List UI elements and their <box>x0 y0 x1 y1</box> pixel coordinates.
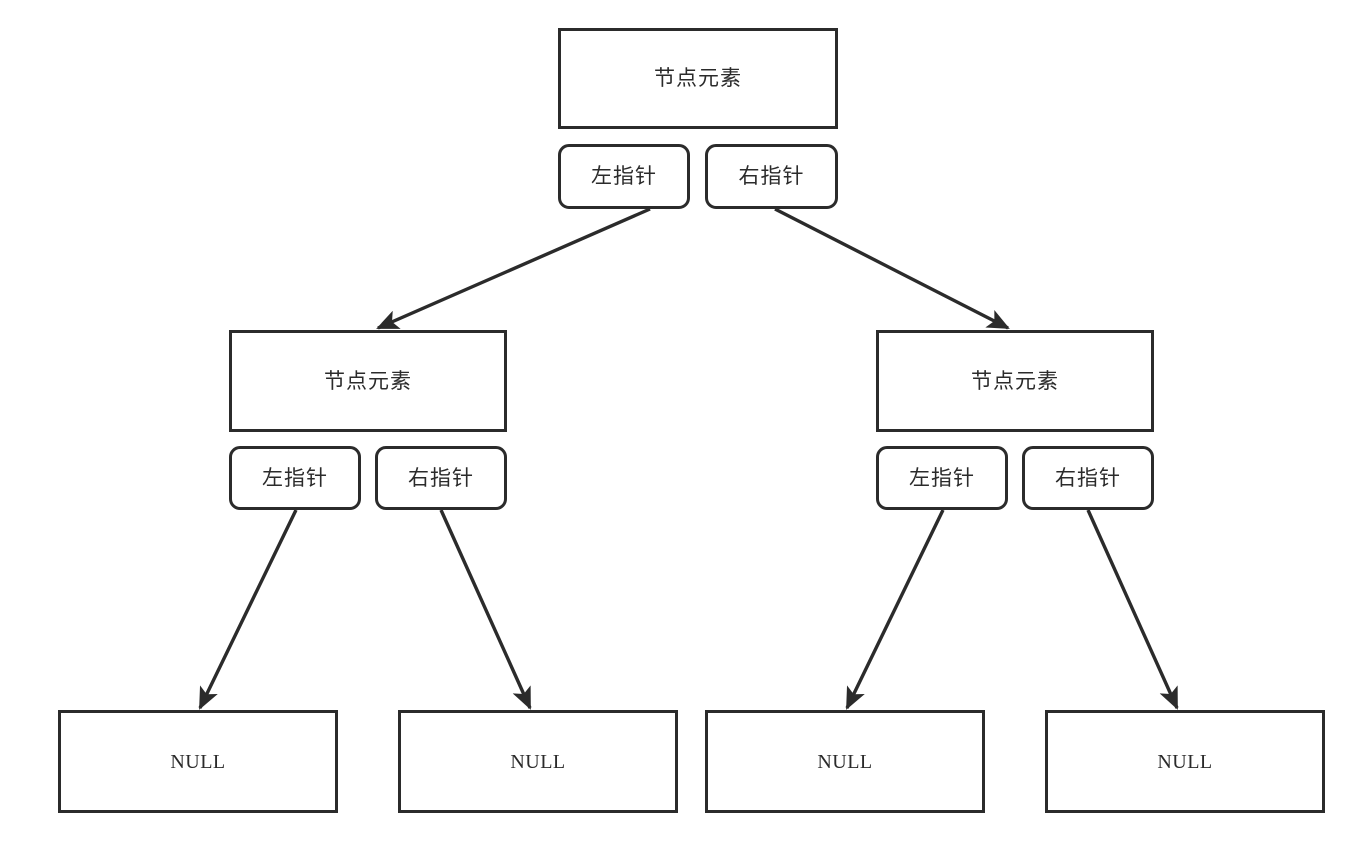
left-child-element-label: 节点元素 <box>324 368 412 393</box>
root-right-pointer-box[interactable]: 右指针 <box>705 144 838 209</box>
root-right-pointer-label: 右指针 <box>738 164 805 188</box>
edge-left-child-right-to-null-2 <box>439 509 532 710</box>
left-child-left-pointer-box[interactable]: 左指针 <box>229 446 361 510</box>
left-child-right-pointer-box[interactable]: 右指针 <box>375 446 507 510</box>
null-box-3[interactable]: NULL <box>705 710 985 813</box>
null-box-4[interactable]: NULL <box>1045 710 1325 813</box>
left-child-right-pointer-label: 右指针 <box>408 465 474 490</box>
null-label-2: NULL <box>510 750 566 773</box>
right-child-right-pointer-label: 右指针 <box>1055 465 1121 490</box>
edge-right-child-right-to-null-4 <box>1086 509 1179 710</box>
null-label-3: NULL <box>817 750 873 773</box>
root-left-pointer-label: 左指针 <box>591 164 657 188</box>
right-child-element-label: 节点元素 <box>971 368 1059 393</box>
root-element-label: 节点元素 <box>654 66 742 90</box>
edge-root-right-to-right-child <box>774 207 1010 330</box>
null-box-1[interactable]: NULL <box>58 710 338 813</box>
edge-right-child-left-to-null-3 <box>845 509 945 710</box>
edge-root-left-to-left-child <box>376 207 651 330</box>
root-left-pointer-box[interactable]: 左指针 <box>558 144 690 209</box>
left-child-element-box[interactable]: 节点元素 <box>229 330 507 432</box>
right-child-element-box[interactable]: 节点元素 <box>876 330 1154 432</box>
right-child-left-pointer-label: 左指针 <box>909 465 975 490</box>
null-box-2[interactable]: NULL <box>398 710 678 813</box>
root-element-box[interactable]: 节点元素 <box>558 28 838 129</box>
right-child-right-pointer-box[interactable]: 右指针 <box>1022 446 1154 510</box>
null-label-1: NULL <box>170 750 226 773</box>
right-child-left-pointer-box[interactable]: 左指针 <box>876 446 1008 510</box>
null-label-4: NULL <box>1157 750 1213 773</box>
left-child-left-pointer-label: 左指针 <box>262 465 328 490</box>
edge-left-child-left-to-null-1 <box>198 509 298 710</box>
